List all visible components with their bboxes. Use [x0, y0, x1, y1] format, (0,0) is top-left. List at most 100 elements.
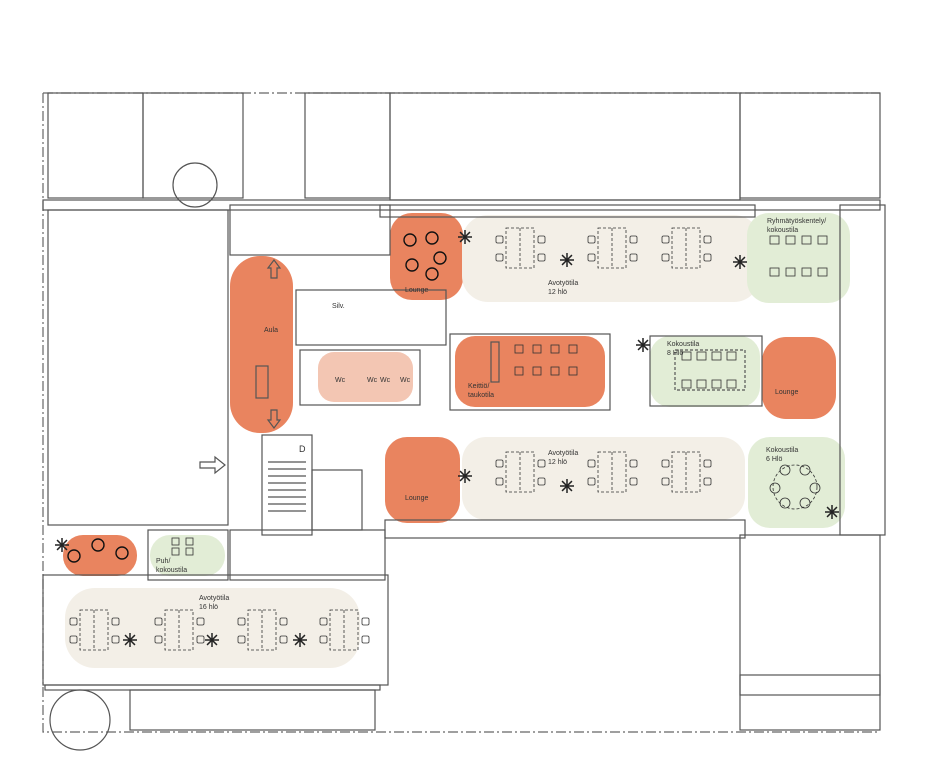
desk: [79, 609, 109, 651]
desk: [671, 227, 701, 269]
group-chair: [785, 267, 796, 277]
kitchen-chair: [532, 366, 542, 376]
room-label-open-office-top: Avotyötila 12 hlö: [548, 280, 579, 296]
chair: [361, 617, 370, 626]
plant-icon: [458, 230, 472, 244]
zone-lounge-small: [63, 535, 137, 576]
chair: [237, 617, 246, 626]
wall-outline: [47, 209, 229, 526]
wall-outline: [304, 92, 391, 199]
lounge-chair: [115, 546, 129, 560]
desk: [597, 227, 627, 269]
meeting-chair: [711, 351, 722, 361]
chair: [495, 459, 504, 468]
desk: [247, 609, 277, 651]
kitchen-chair: [550, 366, 560, 376]
chair: [154, 635, 163, 644]
wall-outline: [142, 92, 244, 199]
wall-outline: [295, 289, 447, 346]
meeting-chair: [779, 464, 791, 476]
chair: [196, 635, 205, 644]
chair: [661, 459, 670, 468]
wall-outline: [229, 529, 386, 581]
chair: [319, 635, 328, 644]
zone-open-office-mid: [462, 437, 745, 520]
group-chair: [769, 267, 780, 277]
lounge-chair: [405, 258, 419, 272]
lounge-chair: [433, 251, 447, 265]
wall-outline: [739, 534, 881, 731]
meeting-chair: [681, 379, 692, 389]
phone-room-chair: [171, 547, 180, 556]
chair: [587, 459, 596, 468]
plant-icon: [55, 538, 69, 552]
chair: [587, 253, 596, 262]
chair: [361, 635, 370, 644]
desk: [329, 609, 359, 651]
group-chair: [769, 235, 780, 245]
room-label-wc-1: Wc: [335, 377, 346, 384]
plant-icon: [825, 505, 839, 519]
entrance-arrow: [199, 455, 226, 475]
group-chair: [801, 235, 812, 245]
chair: [69, 617, 78, 626]
wall-outline: [129, 689, 376, 731]
chair: [69, 635, 78, 644]
chair: [629, 477, 638, 486]
meeting-chair: [696, 379, 707, 389]
lounge-chair: [403, 233, 417, 247]
chair: [495, 253, 504, 262]
chair: [196, 617, 205, 626]
aula-arrow-down: [266, 409, 282, 429]
wall-outline: [739, 674, 881, 696]
wall-outline: [739, 92, 881, 199]
chair: [661, 235, 670, 244]
room-label-silv: Silv.: [332, 303, 345, 310]
group-chair: [801, 267, 812, 277]
chair: [537, 477, 546, 486]
chair: [629, 459, 638, 468]
plant-icon: [636, 338, 650, 352]
meeting-chair: [809, 482, 821, 494]
meeting-chair: [769, 482, 781, 494]
meeting-chair: [799, 464, 811, 476]
zone-kitchen: [455, 336, 605, 407]
room-label-wc-2: Wc: [367, 377, 378, 384]
phone-room-chair: [185, 547, 194, 556]
meeting-chair: [696, 351, 707, 361]
chair: [703, 253, 712, 262]
zone-meeting-8: [650, 336, 760, 407]
chair: [629, 235, 638, 244]
room-label-kitchen: Keittiö/ taukotila: [468, 383, 495, 399]
stair-label-d: D: [299, 444, 306, 454]
lounge-chair: [425, 231, 439, 245]
phone-room-chair: [171, 537, 180, 546]
plant-icon: [293, 633, 307, 647]
zone-wc: [318, 352, 413, 402]
wall-outline: [649, 335, 763, 407]
meeting-chair: [681, 351, 692, 361]
room-label-meeting-6: Kokoustila 6 Hlö: [766, 447, 799, 463]
kitchen-counter: [490, 341, 500, 383]
plant-icon: [560, 479, 574, 493]
room-label-open-office-bottom: Avotyötila 16 hlö: [199, 595, 230, 611]
zone-phone-room: [150, 535, 225, 576]
plant-icon: [458, 469, 472, 483]
room-label-lounge-mid: Lounge: [405, 495, 429, 502]
wall-outline: [147, 529, 229, 581]
spiral-stair: [49, 689, 111, 751]
kitchen-chair: [568, 344, 578, 354]
chair: [495, 477, 504, 486]
group-chair: [817, 267, 828, 277]
chair: [587, 477, 596, 486]
chair: [111, 617, 120, 626]
chair: [279, 617, 288, 626]
spiral-stair: [172, 162, 218, 208]
chair: [703, 459, 712, 468]
chair: [629, 253, 638, 262]
wall-outline: [44, 684, 381, 691]
chair: [537, 235, 546, 244]
meeting-chair: [726, 379, 737, 389]
zone-aula: [230, 256, 293, 433]
